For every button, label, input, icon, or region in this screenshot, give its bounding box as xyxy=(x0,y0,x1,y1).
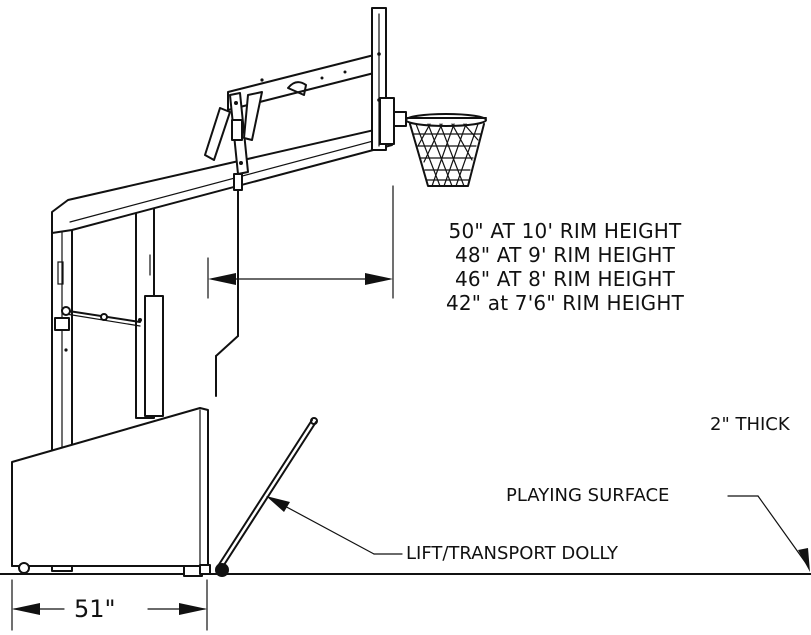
counterweight-post xyxy=(144,295,164,417)
backboard xyxy=(371,7,395,151)
base-housing xyxy=(11,407,209,577)
crank-handle xyxy=(215,173,243,397)
overhang-spec-8ft: 46" AT 8' RIM HEIGHT xyxy=(454,267,676,291)
base-width-dimension xyxy=(11,579,208,631)
dolly-label: LIFT/TRANSPORT DOLLY xyxy=(406,543,619,564)
overhang-dimension xyxy=(207,185,394,299)
rim-and-net xyxy=(393,111,487,187)
dolly-leader xyxy=(266,496,403,555)
overhang-spec-7ft6: 42" at 7'6" RIM HEIGHT xyxy=(445,291,685,315)
lower-main-arm xyxy=(51,125,393,234)
overhang-spec-list: 50" AT 10' RIM HEIGHT 48" AT 9' RIM HEIG… xyxy=(400,219,730,315)
playing-surface-leader xyxy=(727,495,810,572)
side-brace-rod xyxy=(61,306,141,327)
playing-surface-label: PLAYING SURFACE xyxy=(506,485,670,506)
lift-transport-dolly xyxy=(199,417,318,577)
overhang-spec-9ft: 48" AT 9' RIM HEIGHT xyxy=(454,243,676,267)
padding-thickness-label: 2" THICK xyxy=(710,414,790,435)
adjustment-strut xyxy=(204,91,263,175)
base-width-label: 51" xyxy=(74,595,116,623)
overhang-spec-10ft: 50" AT 10' RIM HEIGHT xyxy=(448,219,682,243)
